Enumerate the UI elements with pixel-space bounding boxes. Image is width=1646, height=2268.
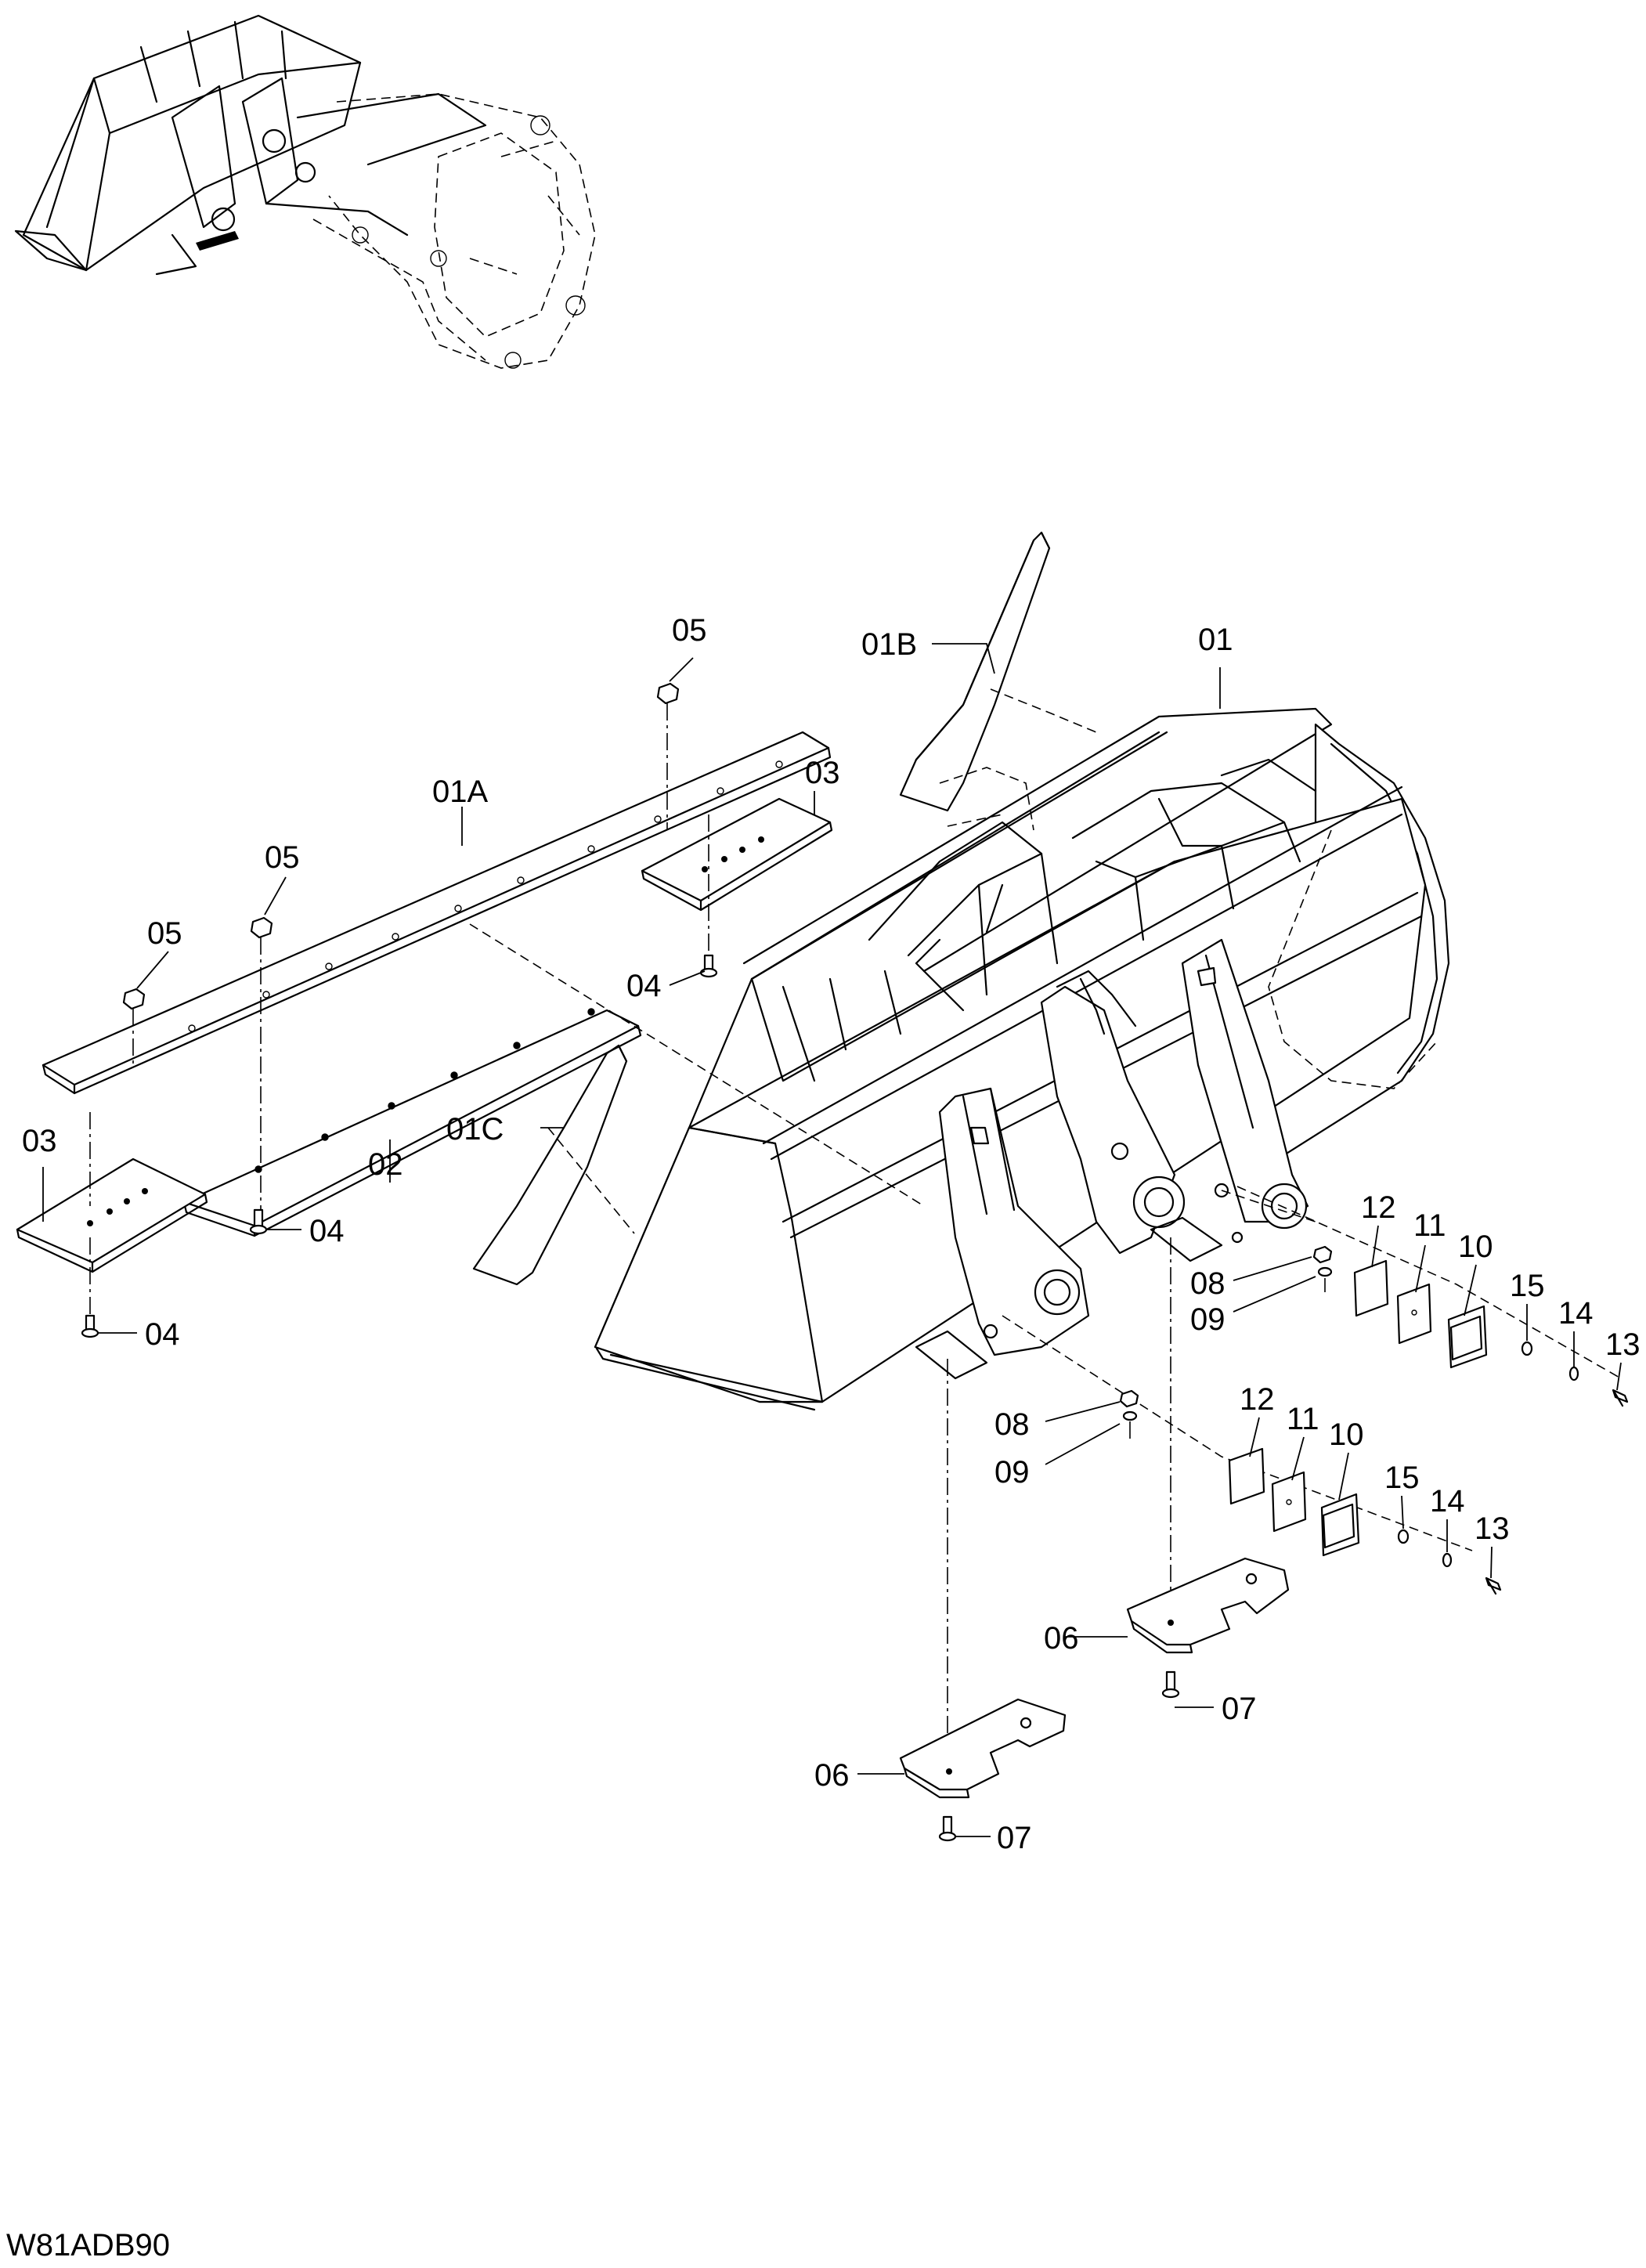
label-01A: 01A (432, 775, 488, 809)
label-01C: 01C (446, 1112, 504, 1147)
label-13-upper: 13 (1605, 1327, 1641, 1362)
drawing-code: W81ADB90 (6, 2228, 170, 2263)
label-09-lower: 09 (994, 1455, 1030, 1490)
part-08-09-washers (1119, 1245, 1333, 1441)
label-08-upper: 08 (1190, 1266, 1225, 1301)
label-14-upper: 14 (1558, 1296, 1594, 1331)
label-04-middle: 04 (309, 1214, 345, 1248)
inset-loader-overview (14, 14, 596, 369)
part-04-bolts (81, 954, 718, 1338)
label-03-lower: 03 (22, 1124, 57, 1158)
part-06-plate-right (1126, 1557, 1290, 1654)
part-01C-side-cutter-left (472, 1044, 628, 1286)
label-03-upper: 03 (805, 756, 840, 790)
label-05-lower: 05 (147, 916, 182, 951)
label-10-lower: 10 (1329, 1418, 1364, 1452)
part-03-corner-lower (16, 1157, 208, 1273)
assembly-center-lines (89, 688, 1622, 1770)
label-07-left: 07 (997, 1821, 1032, 1855)
label-07-right: 07 (1222, 1692, 1257, 1726)
02-bolt-holes (254, 1008, 595, 1173)
parts-10-11-12-shims-lower (1228, 1447, 1360, 1557)
label-12-lower: 12 (1240, 1382, 1275, 1417)
01A-bolt-holes (188, 760, 783, 1032)
label-06-right: 06 (1044, 1621, 1079, 1656)
parts-13-14-15-fasteners (1397, 1341, 1629, 1595)
leader-lines (42, 643, 1622, 1837)
label-01B: 01B (861, 627, 917, 662)
label-13-lower: 13 (1475, 1511, 1510, 1546)
part-07-bolts (938, 1670, 1180, 1842)
label-04-upper: 04 (626, 969, 662, 1003)
label-14-lower: 14 (1430, 1484, 1465, 1519)
part-01A-blade (42, 731, 832, 1095)
label-11-lower: 11 (1287, 1402, 1319, 1436)
label-15-upper: 15 (1510, 1269, 1545, 1303)
label-08-lower: 08 (994, 1407, 1030, 1442)
part-06-plate-left (899, 1698, 1067, 1799)
label-06-left: 06 (814, 1758, 850, 1793)
label-04-lower: 04 (145, 1317, 180, 1352)
part-03-corner-upper (641, 797, 833, 912)
label-05-middle: 05 (265, 840, 300, 875)
label-01: 01 (1198, 623, 1233, 657)
label-05-top: 05 (672, 613, 707, 648)
part-number-labels: 01 01B 01A 01C 02 03 03 04 04 04 05 05 0… (22, 613, 1641, 1855)
part-01B-side-cutter-top (899, 531, 1051, 812)
label-12-upper: 12 (1361, 1190, 1396, 1225)
parts-10-11-12-shims-upper (1353, 1259, 1488, 1369)
label-11-upper: 11 (1413, 1208, 1446, 1243)
part-01-bucket (594, 707, 1450, 1411)
label-15-lower: 15 (1384, 1461, 1420, 1495)
label-09-upper: 09 (1190, 1302, 1225, 1337)
label-10-upper: 10 (1458, 1230, 1493, 1264)
label-02: 02 (368, 1147, 403, 1182)
part-05-nuts (122, 682, 680, 1010)
